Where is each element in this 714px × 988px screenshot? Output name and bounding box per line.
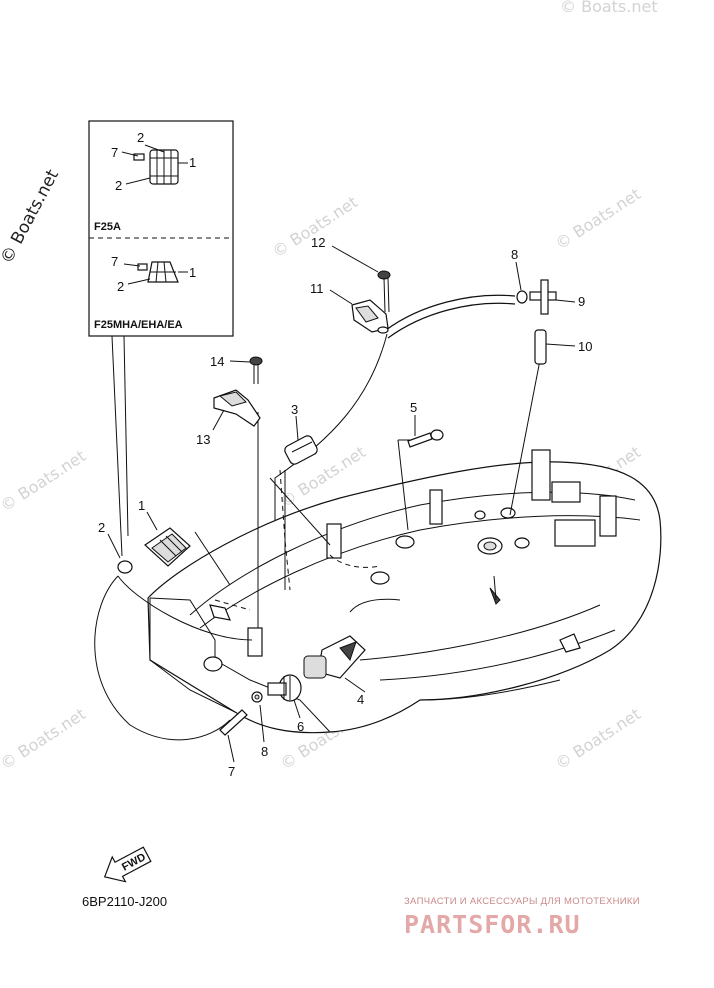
part-8-clip-upper: [516, 290, 528, 304]
cowling-outline: [147, 461, 662, 734]
inset-label: 1: [189, 155, 196, 170]
part-2-clip: [117, 560, 133, 574]
callout-13: 13: [196, 432, 210, 447]
inset-label: 7: [111, 145, 118, 160]
callout-7: 7: [228, 764, 235, 779]
part-4-grommet: [303, 635, 366, 679]
inset-label: 2: [117, 279, 124, 294]
callouts: 1 2 3 4 5 6 7 8 8 9 10 11 12 13 14: [98, 235, 592, 779]
callout-12: 12: [311, 235, 325, 250]
watermark-text: © Boats.net: [0, 446, 89, 515]
arrow-icon: [103, 846, 152, 883]
diagram-code: 6BP2110-J200: [82, 894, 167, 909]
vendor-logo: PARTSFOR.RU: [404, 910, 581, 939]
part-13-bracket: [213, 389, 261, 427]
inset-title-top: F25A: [94, 221, 121, 233]
part-9-tee: [529, 279, 557, 315]
inset-label: 7: [111, 254, 118, 269]
part-14-bolt: [249, 356, 263, 384]
inset-label: 2: [137, 130, 144, 145]
parts: [117, 270, 557, 736]
part-5-screw: [407, 429, 444, 448]
vendor-tagline: ЗАПЧАСТИ И АКСЕССУАРЫ ДЛЯ МОТОТЕХНИКИ: [404, 896, 640, 907]
inset-label: 2: [115, 178, 122, 193]
watermark-text: © Boats.net: [552, 704, 644, 773]
callout-6: 6: [297, 719, 304, 734]
inset-title-bottom: F25MHA/EHA/EA: [94, 319, 183, 331]
callout-2: 2: [98, 520, 105, 535]
callout-14: 14: [210, 354, 224, 369]
callout-9: 9: [578, 294, 585, 309]
callout-leaders: [107, 245, 576, 763]
fwd-arrow: FWD: [103, 846, 152, 883]
watermark-text: © Boats.net: [269, 192, 361, 261]
callout-3: 3: [291, 402, 298, 417]
part-12-bolt: [377, 270, 391, 313]
part-10-tube: [534, 329, 547, 365]
vendor-block: ЗАПЧАСТИ И АКСЕССУАРЫ ДЛЯ МОТОТЕХНИКИ PA…: [404, 896, 640, 939]
part-8-clip: [251, 691, 263, 703]
side-watermark: © Boats.net: [0, 166, 63, 267]
callout-8: 8: [261, 744, 268, 759]
inset-grommet-bottom: [123, 261, 188, 285]
callout-1: 1: [138, 498, 145, 513]
watermark-text: © Boats.net: [552, 184, 644, 253]
part-6-fitting: [267, 674, 302, 702]
part-11-bracket: [351, 299, 389, 334]
callout-4: 4: [357, 692, 364, 707]
callout-10: 10: [578, 339, 592, 354]
inset-label: 1: [189, 265, 196, 280]
callout-5: 5: [410, 400, 417, 415]
watermark-text: © Boats.net: [560, 0, 658, 16]
inset-panel: F25A F25MHA/EHA/EA 2 7 1 2: [88, 120, 234, 557]
bottom-cowling: [147, 449, 662, 734]
hoses: [94, 294, 541, 741]
callout-8: 8: [511, 247, 518, 262]
part-1-grommet: [144, 527, 191, 567]
watermark-text: © Boats.net: [0, 704, 89, 773]
callout-11: 11: [310, 281, 324, 296]
inset-grommet-top: [121, 144, 188, 185]
part-3-grommet: [284, 435, 318, 465]
part-7-tube: [219, 709, 248, 736]
